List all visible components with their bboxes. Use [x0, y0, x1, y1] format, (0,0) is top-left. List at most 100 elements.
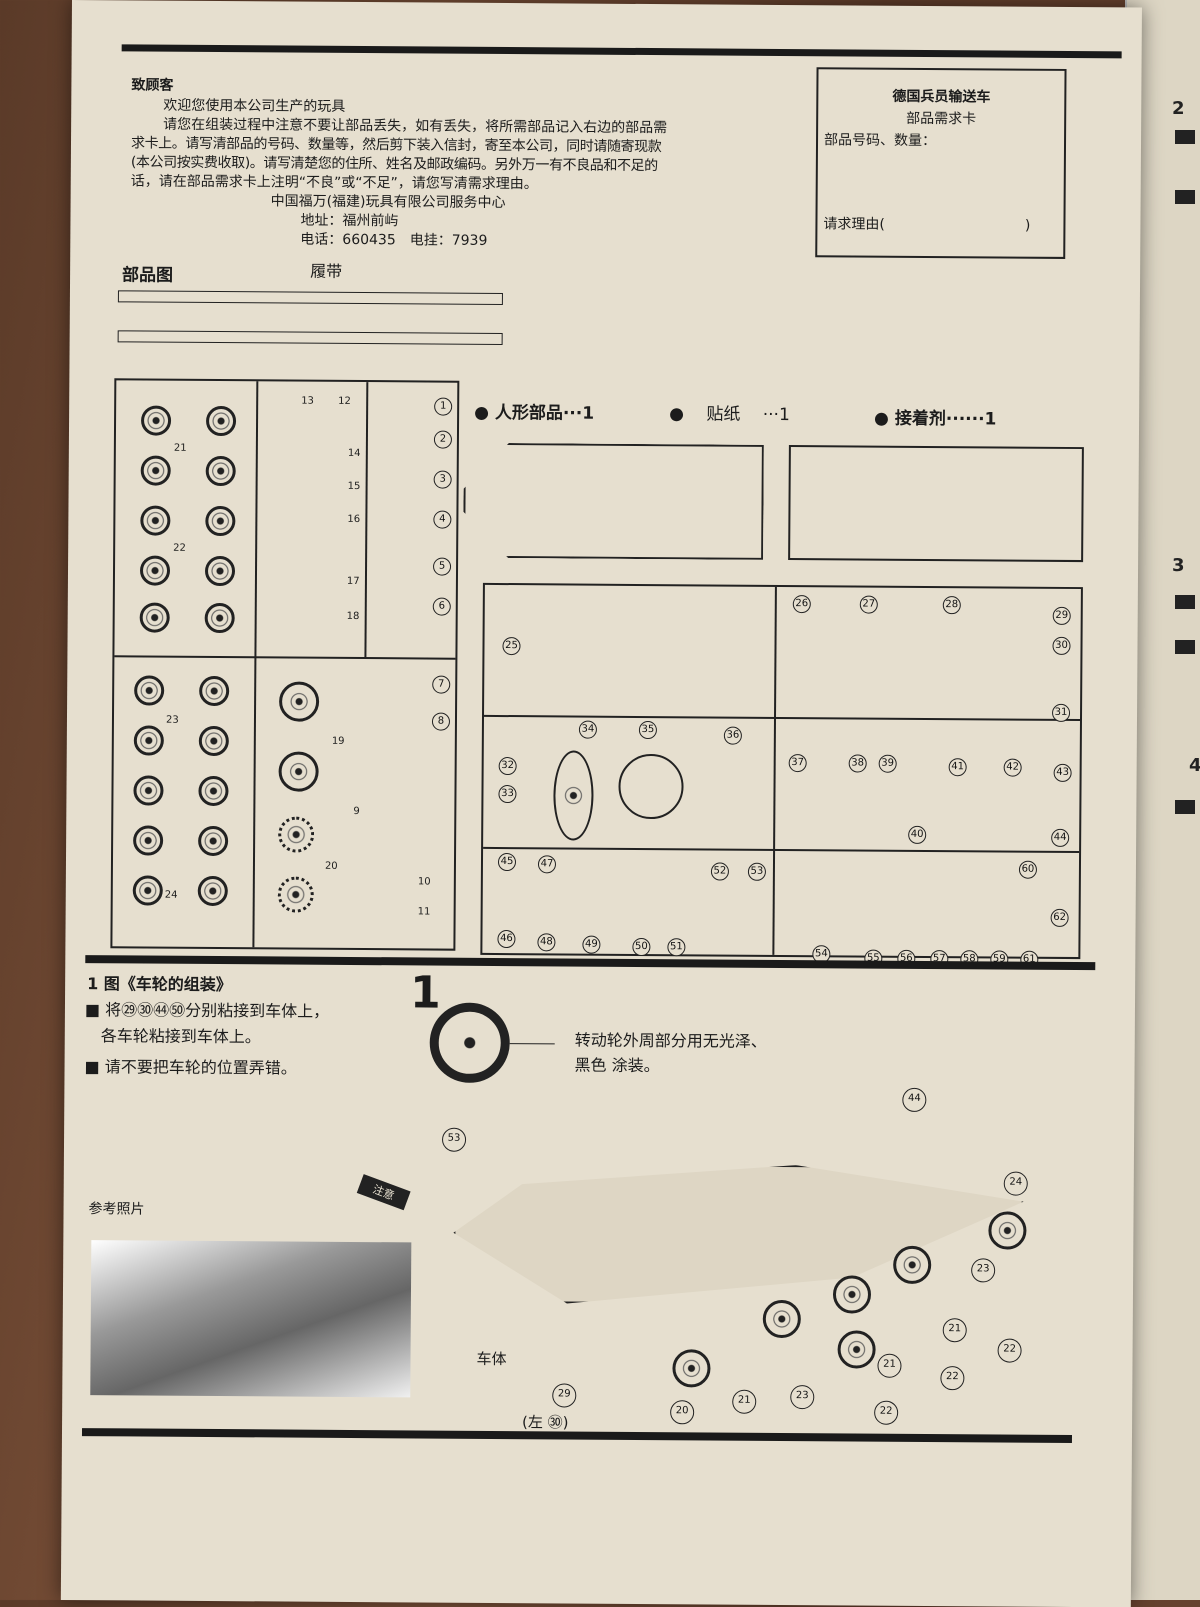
sprue-divider [252, 381, 259, 948]
part-number: 39 [878, 754, 897, 773]
company-address: 地址：福州前屿 [300, 212, 399, 230]
part-number: 16 [347, 513, 361, 526]
part-number: 49 [582, 935, 601, 954]
part-number: 8 [431, 712, 451, 731]
paint-note: 黑色 涂装。 [574, 1055, 660, 1076]
part-number: 44 [1051, 828, 1070, 847]
step1-number: 1 [409, 967, 441, 1019]
decal-count: ● 贴纸 ···1 [669, 404, 790, 426]
part-number: 24 [164, 889, 178, 901]
sprocket-wheel [672, 1349, 711, 1388]
part-number: 38 [848, 754, 867, 773]
callout-number: 53 [441, 1127, 467, 1152]
part-number: 47 [537, 855, 557, 874]
road-wheel [205, 405, 237, 437]
side-step-number: 3 [1172, 555, 1185, 576]
side-bullet [1175, 800, 1195, 814]
idler-wheel [277, 876, 314, 913]
part-number: 36 [723, 726, 742, 745]
caution-arrow: 注意 [356, 1174, 411, 1211]
track-part [117, 330, 503, 346]
road-wheel [139, 602, 170, 633]
letter-line: 话，请在部品需求卡上注明“不良”或“不足”，请您写清需求理由。 [130, 173, 538, 193]
callout-number: 29 [552, 1383, 577, 1408]
road-wheel [140, 405, 172, 436]
letter-line: 欢迎您使用本公司生产的玩具 [163, 97, 346, 115]
road-wheel [133, 725, 164, 756]
part-number: 34 [578, 720, 597, 739]
left-part-label: (左 ㉚) [522, 1413, 569, 1432]
card-field-reason: 请求理由( ) [823, 216, 1031, 234]
hull-lower-part [788, 445, 1084, 563]
callout-number: 22 [940, 1366, 965, 1391]
part-number: 10 [417, 876, 431, 888]
part-number: 21 [173, 442, 187, 454]
step1-title: 1 图《车轮的组装》 [87, 974, 232, 995]
sprue-right: 25 26 27 28 29 30 31 32 33 34 35 36 37 3… [480, 582, 1083, 969]
side-bullet [1175, 130, 1195, 144]
road-wheel [204, 555, 236, 587]
parts-request-card: 德国兵员输送车 部品需求卡 部品号码、数量： 请求理由( ) [815, 67, 1067, 259]
part-number: 19 [331, 735, 345, 747]
leader-line [509, 1043, 555, 1045]
drive-sprocket [278, 681, 320, 722]
part-number: 17 [346, 575, 360, 588]
road-wheel [988, 1211, 1027, 1250]
part-number: 14 [347, 447, 361, 460]
sprue-divider [484, 714, 1081, 722]
part-number: 60 [1018, 860, 1038, 879]
part-number: 5 [432, 557, 452, 576]
part-number: 30 [1052, 636, 1071, 655]
track-part [117, 290, 503, 306]
card-field-part-number: 部品号码、数量： [823, 132, 937, 150]
road-wheel [198, 725, 229, 757]
part-number: 4 [433, 510, 452, 529]
company-phone: 电话：660435 电挂：7939 [300, 231, 488, 249]
glue-count: ● 接着剂······1 [874, 408, 997, 430]
side-step-number: 4 [1189, 755, 1200, 776]
part-number: 3 [433, 470, 452, 489]
road-wheel [205, 505, 236, 537]
card-title: 德国兵员输送车 [892, 88, 991, 106]
drive-sprocket [278, 751, 319, 792]
part-number: 12 [338, 395, 351, 407]
callout-number: 21 [877, 1353, 902, 1378]
figure-count: ● 人形部品···1 [474, 402, 595, 424]
road-wheel [204, 602, 235, 634]
instruction-text: 将㉙㉚㊹㊿分别粘接到车体上， [105, 1000, 330, 1021]
track-label: 履带 [310, 261, 343, 281]
instruction-text: 各车轮粘接到车体上。 [100, 1026, 261, 1047]
instruction-bullet: ■ 将㉙㉚㊹㊿分别粘接到车体上， [84, 1000, 330, 1021]
bottom-rule [81, 1428, 1073, 1444]
part-number: 26 [792, 595, 811, 614]
idler-wheel [278, 816, 315, 853]
sprue-divider [364, 382, 369, 658]
callout-number: 21 [942, 1318, 967, 1343]
part-number: 23 [165, 714, 179, 726]
part-number: 27 [859, 595, 878, 614]
company-name: 中国福万(福建)玩具有限公司服务中心 [270, 193, 506, 212]
callout-number: 21 [732, 1389, 757, 1414]
part-number: 46 [497, 929, 516, 949]
part-number: 53 [747, 862, 766, 881]
part-number: 6 [432, 597, 451, 616]
paint-note: 转动轮外周部分用无光泽、 [574, 1030, 767, 1051]
hull-upper-part [463, 443, 764, 560]
parts-heading: 部品图 [122, 265, 174, 286]
callout-number: 24 [1003, 1171, 1028, 1196]
part-number: 43 [1053, 763, 1072, 782]
part-number: 9 [353, 805, 360, 818]
ring-part [618, 753, 684, 820]
part-number: 50 [632, 937, 651, 957]
part-number: 48 [537, 933, 556, 952]
sprue-divider [772, 586, 777, 955]
part-number: 31 [1051, 703, 1071, 722]
letter-salutation: 致顾客 [131, 77, 174, 94]
spare-wheel-part [553, 750, 594, 841]
side-bullet [1175, 595, 1195, 609]
road-wheel [837, 1330, 876, 1369]
part-number: 1 [434, 397, 453, 416]
part-number: 45 [497, 852, 517, 872]
road-wheel [134, 675, 165, 706]
road-wheel [139, 555, 171, 586]
